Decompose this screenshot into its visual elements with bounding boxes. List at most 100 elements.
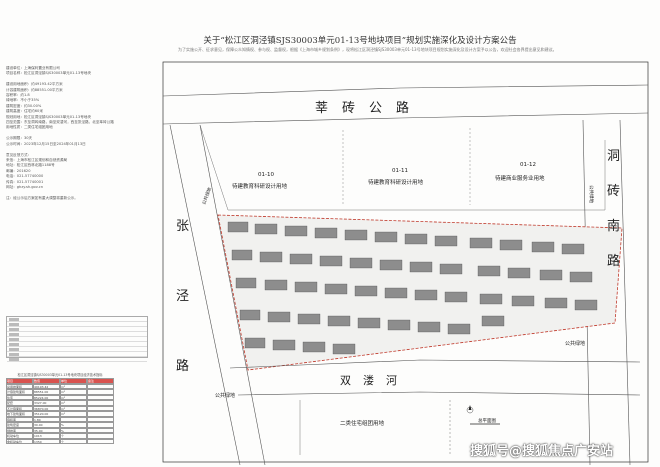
info-line: 建筑高度：住宅约60米 [6,109,43,114]
info-line: 规划用地：松江区洞泾镇SJS30003单元01-13号地块 [6,114,91,119]
table-cell: 容积率 [6,416,33,422]
info-line: 计容建筑面积：约88551.00平方米 [6,87,63,92]
notice-title: 关于“松江区洞泾镇SJS30003单元01-13号地块项目”规划实施深化及设计方… [203,36,517,46]
info-line: 建设单位：上海保利置业有限公司 [6,66,60,70]
info-line: 用地性质：二类住宅组团用地 [6,125,53,130]
green-east-label: 公共绿地 [565,340,585,347]
table-cell: m² [60,405,87,411]
info-line: 电话：021-57740000 [6,174,44,179]
plot-01-12-use: 待建商业服务业用地 [495,174,545,182]
green-west-label: 公共绿地 [200,186,213,206]
table-cell: 1013 [33,433,60,439]
table-cell: m² [60,400,87,406]
table-cell: m² [60,389,87,395]
table-cell [87,438,114,444]
table-cell: % [60,427,87,433]
table-cell: 总用地面积 [6,383,33,389]
west-road-label: 张泾路 [176,219,189,374]
notice-subtitle: 为了实施公开、征求意见，保障公众知情权、参与权、监督权，根据《上海市城乡规划条例… [178,47,557,52]
table-cell: 个 [60,438,87,444]
table-cell: 地下建筑面积 [6,411,33,417]
table-cell: 项目 [6,378,33,384]
plot-01-10-use: 待建教育科研设计用地 [232,182,288,190]
info-line: 公示期限：30天 [6,136,33,141]
info-line: 绿地率：不小于35% [6,98,40,103]
table-cell: m² [60,383,87,389]
table-cell: 3327.00 [33,400,60,406]
table-cell [87,433,114,439]
table-cell: 建筑密度 [6,422,33,428]
table-cell: 计容建筑面积 [6,389,33,395]
table-cell [60,416,87,422]
table-cell: 49193.42 [33,383,60,389]
table-cell: % [60,422,87,428]
residential-south-label: 二类住宅组团用地 [340,419,385,427]
table-cell: 85224.00 [33,394,60,400]
table-cell: 30.00 [33,422,60,428]
table-cell: 住宅 [6,394,33,400]
table-cell: m² [60,394,87,400]
plot-01-11-id: 01-11 [392,168,408,174]
table-cell: 1.80 [33,416,60,422]
plot-01-10-id: 01-10 [258,172,274,178]
info-line: 容积率：约1.8 [6,93,30,98]
scale-label: 总平面图 [478,417,496,424]
info-line: 传真：021-57740001 [6,179,44,184]
table-cell: 不计容面积 [6,405,33,411]
info-line: 网址：ghzy.sh.gov.cn [6,184,43,189]
table-cell: 88551.00 [33,389,60,395]
info-line: 公示时间：2023年12月15日至2024年01月13日 [6,141,86,146]
indicator-table: 松江区洞泾镇SJS30003单元01-13号地块项目经济技术指标 项目数值单位备… [6,372,114,444]
table-cell [87,416,114,422]
table-cell: 35.00 [33,427,60,433]
project-info-block: 建设单位：上海保利置业有限公司项目名称：松江区洞泾镇SJS30003单元01-1… [6,66,156,201]
north-road-label: 莘砖公路 [315,100,423,116]
table-cell [87,389,114,395]
table-row: 项目数值单位备注 [6,378,114,384]
info-line: 建筑密度：约30.00% [6,103,42,108]
info-line: 来信：上海市松江区规划和自然资源局 [6,157,68,162]
table-cell: 配套 [6,400,33,406]
table-cell [87,394,114,400]
table-cell: 个 [60,433,87,439]
table-cell [87,411,114,417]
info-line: 注：经公示后方案如有重大调整将重新公示。 [6,195,78,200]
table-cell [87,383,114,389]
info-line: 项目名称：松江区洞泾镇SJS30003单元01-13号地块 [6,71,91,76]
legend-box [6,316,148,362]
plot-01-11-use: 待建教育科研设计用地 [368,178,424,186]
info-line: 建设用地面积：约49193.42平方米 [6,82,63,87]
table-cell: 36870.00 [33,405,60,411]
plot-01-12-id: 01-12 [520,162,536,168]
table-cell: 1350 [33,438,60,444]
info-line: 意见反馈方式： [6,152,32,157]
table-cell [87,427,114,433]
watermark: 搜狐号@搜狐焦点广安站 [470,444,614,459]
table-cell: 机动车位 [6,433,33,439]
info-line: 地址：松江区西林北路1188号 [6,163,55,168]
green-north-label: 公共绿地 [588,185,595,203]
info-line: 四至范围：东至洞砖南路，南至双溇河，西至张泾路，北至莘砖公路 [6,120,114,125]
table-cell: 数值 [33,378,60,384]
north-arrow-icon [466,405,474,414]
table-cell: 备注 [87,378,114,384]
green-southwest-label: 公共绿地 [215,392,235,399]
table-cell [87,422,114,428]
table-caption: 松江区洞泾镇SJS30003单元01-13号地块项目经济技术指标 [17,373,103,377]
table-cell: 单位 [60,378,87,384]
river-label: 双溇河 [340,373,409,387]
table-cell: 非机动车位 [6,438,33,444]
table-cell: 35120.00 [33,411,60,417]
table-cell: m² [60,411,87,417]
info-line: 邮编：201620 [6,168,31,173]
